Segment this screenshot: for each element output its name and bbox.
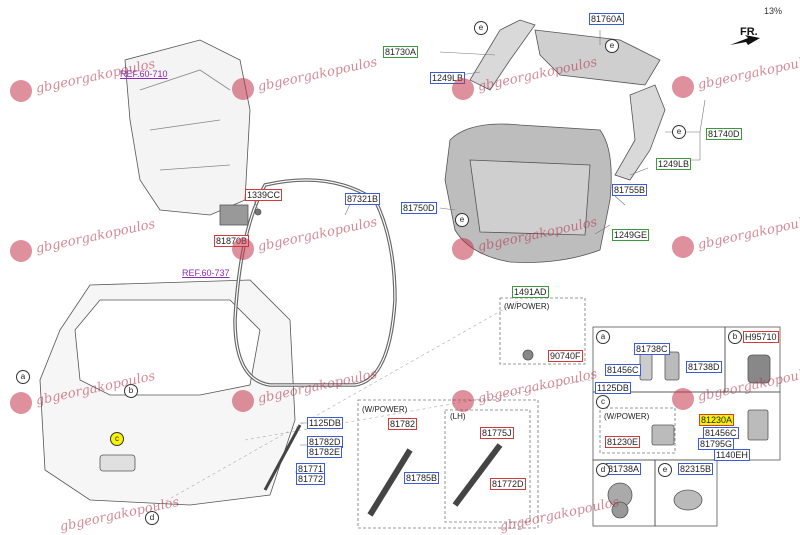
callout-e-side[interactable]: e: [672, 125, 686, 139]
ref-link-body[interactable]: REF.60-710: [120, 69, 168, 79]
watermark-logo: [672, 388, 694, 410]
part-label-81738C[interactable]: 81738C: [634, 343, 670, 355]
watermark-logo: [10, 240, 32, 262]
box-letter-e: e: [658, 463, 672, 477]
part-label-81772[interactable]: 81772: [296, 473, 326, 485]
watermark-logo: [452, 78, 474, 100]
callout-c[interactable]: c: [110, 432, 124, 446]
part-label-81782[interactable]: 81782: [388, 418, 418, 430]
part-label-1249LB-right[interactable]: 1249LB: [656, 158, 692, 170]
front-direction-arrow: [730, 35, 760, 45]
gas-strut-lh: [452, 443, 503, 507]
part-label-81785B[interactable]: 81785B: [404, 472, 440, 484]
callout-e-spoiler[interactable]: e: [605, 39, 619, 53]
watermark-logo: [672, 236, 694, 258]
part-label-82315B[interactable]: 82315B: [678, 463, 714, 475]
part-label-H95710[interactable]: H95710: [743, 331, 779, 343]
part-label-81775J[interactable]: 81775J: [480, 427, 514, 439]
part-label-81456C[interactable]: 81456C: [605, 364, 641, 376]
panel-caption-wpower-top: (W/POWER): [504, 302, 550, 311]
panel-caption-wpower-strut: (W/POWER): [362, 405, 408, 414]
callout-d[interactable]: d: [145, 511, 159, 525]
ref-link-tailgate[interactable]: REF.60-737: [182, 268, 230, 278]
part-label-81760A[interactable]: 81760A: [589, 13, 625, 25]
watermark-logo: [672, 76, 694, 98]
side-trim: [614, 84, 666, 181]
part-label-1125DB[interactable]: 1125DB: [307, 417, 343, 429]
watermark-logo: [452, 390, 474, 412]
upper-trim: [469, 19, 536, 91]
gas-strut-power: [367, 448, 413, 517]
part-label-81755B[interactable]: 81755B: [612, 184, 648, 196]
tailgate-handle: [99, 454, 136, 472]
part-label-81730A[interactable]: 81730A: [383, 46, 419, 58]
zoom-level: 13%: [764, 6, 783, 16]
box-letter-b: b: [728, 330, 742, 344]
box-letter-a: a: [596, 330, 610, 344]
part-label-81230A-highlighted[interactable]: 81230A: [699, 414, 735, 426]
part-label-1125DB-a[interactable]: 1125DB: [595, 382, 631, 394]
part-label-81750D[interactable]: 81750D: [401, 202, 437, 214]
panel-wpower-top: [499, 297, 586, 365]
watermark-logo: [10, 392, 32, 414]
part-label-81782E[interactable]: 81782E: [307, 446, 343, 458]
part-label-81738A[interactable]: 81738A: [606, 463, 642, 475]
callout-e-panel[interactable]: e: [455, 213, 469, 227]
part-label-90740F[interactable]: 90740F: [548, 350, 583, 362]
part-label-81772D[interactable]: 81772D: [490, 478, 526, 490]
watermark-logo: [232, 390, 254, 412]
part-label-1339CC[interactable]: 1339CC: [245, 189, 283, 201]
panel-caption-lh: (LH): [450, 412, 466, 421]
watermark-logo: [232, 78, 254, 100]
part-label-1249GE[interactable]: 1249GE: [612, 229, 650, 241]
watermark-logo: [10, 80, 32, 102]
callout-a[interactable]: a: [16, 370, 30, 384]
watermark-logo: [452, 238, 474, 260]
part-label-81740D[interactable]: 81740D: [706, 128, 742, 140]
part-label-1140EH[interactable]: 1140EH: [714, 449, 750, 461]
part-label-81738D[interactable]: 81738D: [686, 361, 722, 373]
panel-lh: [444, 409, 531, 523]
callout-b[interactable]: b: [124, 384, 138, 398]
box-letter-d: d: [596, 463, 610, 477]
callout-e-top[interactable]: e: [474, 21, 488, 35]
gas-strut-left: [263, 424, 302, 491]
part-label-87321B[interactable]: 87321B: [345, 193, 381, 205]
box-c-wpower: [599, 407, 676, 454]
spoiler-trim: [534, 29, 661, 86]
box-letter-c: c: [596, 395, 610, 409]
watermark-logo: [232, 238, 254, 260]
box-e: [654, 459, 718, 527]
part-label-81230E[interactable]: 81230E: [605, 436, 641, 448]
part-label-1491AD[interactable]: 1491AD: [512, 286, 549, 298]
panel-wpower-strut: [357, 399, 539, 529]
front-direction-label: FR.: [740, 26, 758, 38]
panel-caption-wpower-c: (W/POWER): [604, 412, 650, 421]
tailgate-window: [74, 299, 261, 396]
